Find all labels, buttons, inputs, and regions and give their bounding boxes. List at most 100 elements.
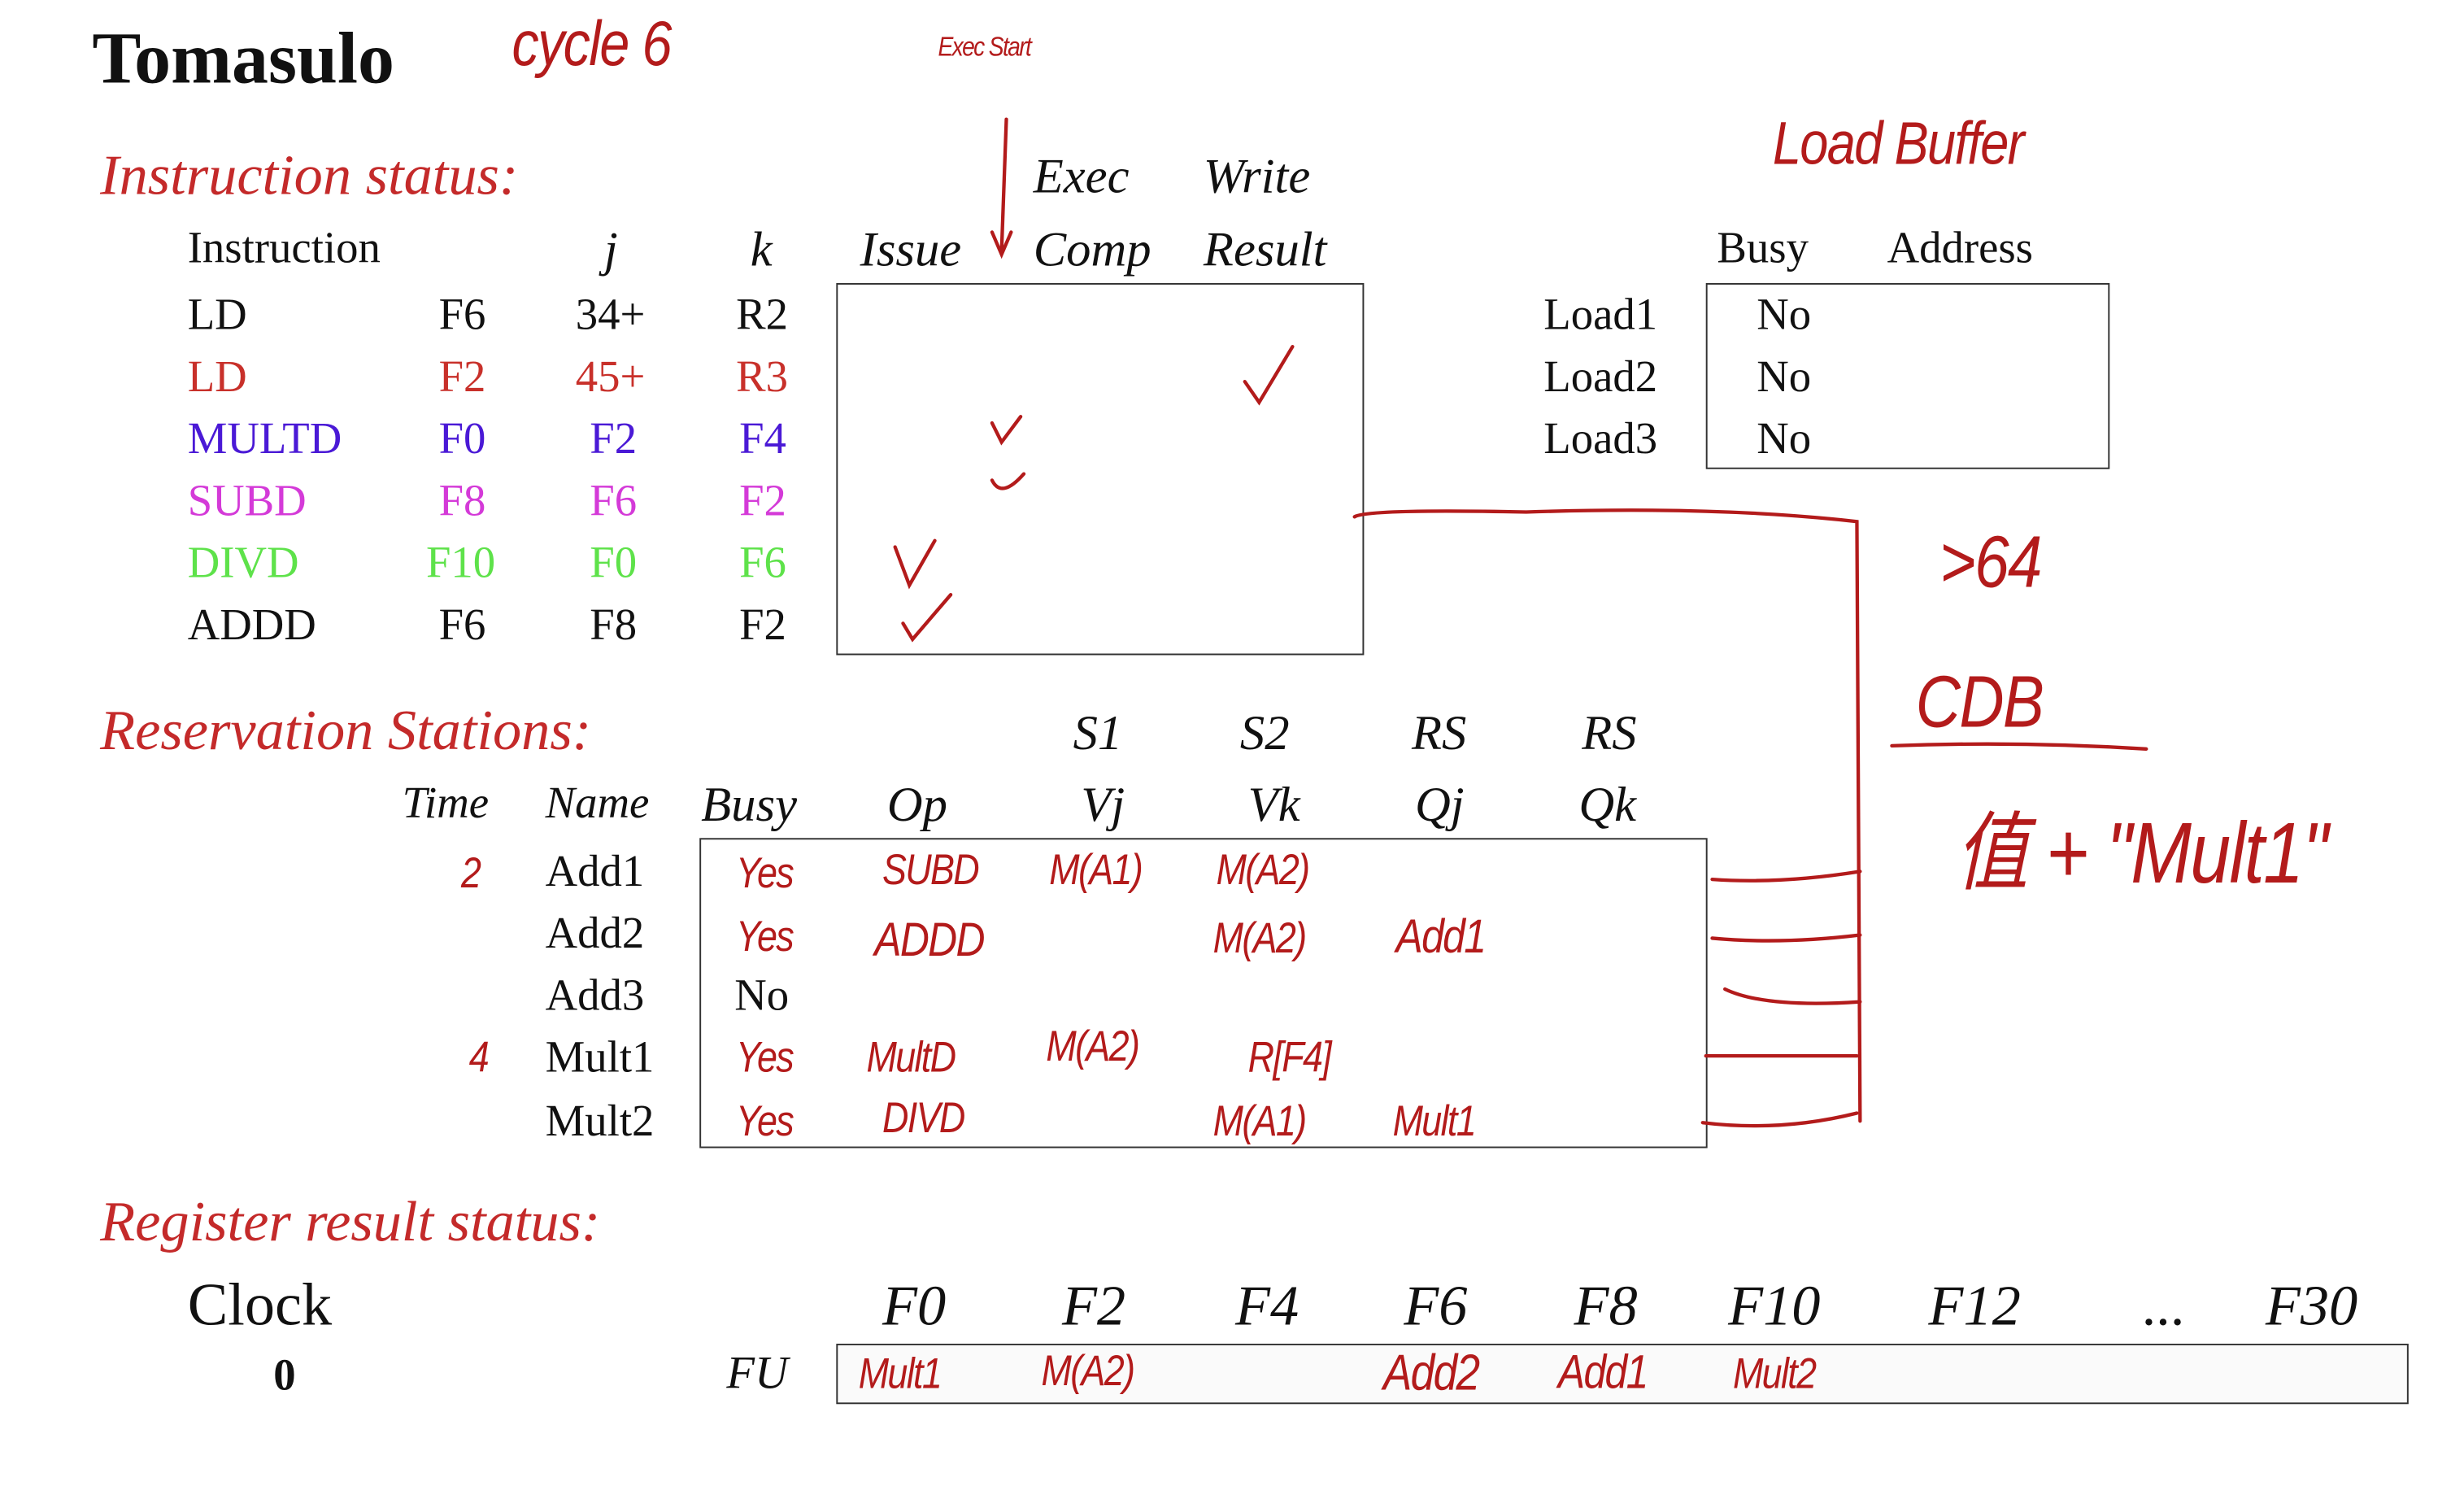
- header-s2: S2: [1239, 704, 1290, 761]
- reservation-stations-box: [699, 838, 1708, 1148]
- operand-k: F2: [739, 477, 786, 527]
- register-header: F2: [1061, 1273, 1126, 1338]
- vk: M(A2): [1212, 914, 1307, 962]
- rs-bus-tap: [1700, 1111, 1859, 1128]
- vj: M(A1): [1049, 846, 1143, 894]
- gt64-annotation: >64: [1939, 520, 2042, 603]
- rs-bus-tap: [1723, 987, 1862, 1005]
- load-name: Load1: [1543, 290, 1658, 341]
- name: Add1: [545, 848, 645, 897]
- load-name: Load2: [1543, 353, 1658, 403]
- cdb-underline: [1890, 742, 2148, 751]
- cycle-annotation: cycle 6: [512, 9, 673, 80]
- op: DIVD: [187, 538, 299, 589]
- dst: F6: [438, 290, 486, 341]
- load-busy: No: [1757, 415, 1812, 464]
- name: Mult1: [545, 1033, 655, 1083]
- header-vk: Vk: [1247, 776, 1300, 832]
- dst: F2: [438, 353, 486, 403]
- header-s1: S1: [1073, 704, 1123, 761]
- vk: M(A2): [1216, 846, 1310, 894]
- name: Mult2: [545, 1096, 655, 1147]
- time: 4: [468, 1033, 490, 1082]
- op: ADDD: [874, 914, 985, 967]
- register-fu: Add1: [1557, 1346, 1648, 1400]
- operand-k: F6: [739, 538, 786, 589]
- operand-j: F8: [590, 600, 638, 651]
- header-op: Op: [886, 776, 947, 832]
- operand-k: F4: [739, 415, 786, 464]
- header-qk: Qk: [1578, 776, 1637, 832]
- op: DIVD: [882, 1094, 965, 1142]
- register-header: F12: [1928, 1273, 2021, 1338]
- header-vj: Vj: [1081, 776, 1125, 832]
- header-j: j: [603, 220, 618, 277]
- operand-k: R3: [736, 353, 789, 403]
- register-header: F8: [1574, 1273, 1638, 1338]
- register-header: F30: [2265, 1273, 2358, 1338]
- clock-label: Clock: [187, 1272, 333, 1340]
- header-busy: Busy: [1717, 224, 1809, 274]
- clock-value: 0: [273, 1351, 296, 1401]
- header-exec: Exec: [1033, 147, 1130, 204]
- operand-k: R2: [736, 290, 789, 341]
- register-header: F4: [1235, 1273, 1299, 1338]
- op: ADDD: [187, 600, 316, 651]
- busy: Yes: [736, 1096, 794, 1145]
- dst: F8: [438, 477, 486, 527]
- header-address: Address: [1887, 224, 2033, 274]
- header-qj: Qj: [1414, 776, 1465, 832]
- header-instruction: Instruction: [187, 224, 381, 274]
- op: SUBD: [882, 846, 980, 894]
- op: LD: [187, 353, 247, 403]
- register-header: F6: [1404, 1273, 1468, 1338]
- name: Add3: [545, 971, 645, 1022]
- page-title: Tomasulo: [92, 17, 394, 99]
- operand-j: 45+: [575, 353, 646, 403]
- op: SUBD: [187, 477, 307, 527]
- busy: Yes: [736, 913, 794, 961]
- operand-j: F0: [590, 538, 638, 589]
- op: LD: [187, 290, 247, 341]
- dst: F0: [438, 415, 486, 464]
- operand-j: 34+: [575, 290, 646, 341]
- busy: Yes: [736, 1033, 794, 1082]
- header-issue: Issue: [860, 220, 962, 277]
- operand-j: F2: [590, 415, 638, 464]
- load-busy: No: [1757, 290, 1812, 341]
- exec-start-annotation: Exec Start: [938, 32, 1031, 63]
- header-rs-j: RS: [1412, 704, 1467, 761]
- qj: Add1: [1395, 911, 1486, 964]
- load-busy: No: [1757, 353, 1812, 403]
- register-status-heading: Register result status:: [100, 1189, 601, 1253]
- load-name: Load3: [1543, 415, 1658, 464]
- operand-k: F2: [739, 600, 786, 651]
- header-time: Time: [402, 778, 490, 829]
- header-busy: Busy: [701, 776, 797, 832]
- qj: Mult1: [1392, 1096, 1477, 1145]
- register-fu: M(A2): [1041, 1346, 1135, 1395]
- dst: F6: [438, 600, 486, 651]
- vj: M(A2): [1046, 1022, 1139, 1070]
- header-write: Write: [1203, 147, 1311, 204]
- load-buffer-box: [1705, 282, 2110, 469]
- register-fu: Add2: [1382, 1343, 1480, 1401]
- operand-j: F6: [590, 477, 638, 527]
- op: MULTD: [187, 415, 342, 464]
- header-k: k: [750, 220, 773, 277]
- register-header: F10: [1728, 1273, 1821, 1338]
- vk: M(A1): [1212, 1096, 1307, 1145]
- header-rs-k: RS: [1582, 704, 1637, 761]
- register-fu-box: [836, 1343, 2409, 1405]
- rs-bus-tap: [1710, 933, 1862, 943]
- rs-bus-tap: [1710, 870, 1862, 883]
- value-tag-annotation: 值 + "Mult1": [1955, 806, 2329, 902]
- header-result: Result: [1203, 220, 1327, 277]
- vk: R[F4]: [1247, 1033, 1332, 1082]
- name: Add2: [545, 909, 645, 959]
- time: 2: [460, 848, 481, 897]
- exec-start-arrow-icon: [990, 117, 1013, 259]
- instruction-status-heading: Instruction status:: [100, 142, 519, 207]
- dst: F10: [425, 538, 496, 589]
